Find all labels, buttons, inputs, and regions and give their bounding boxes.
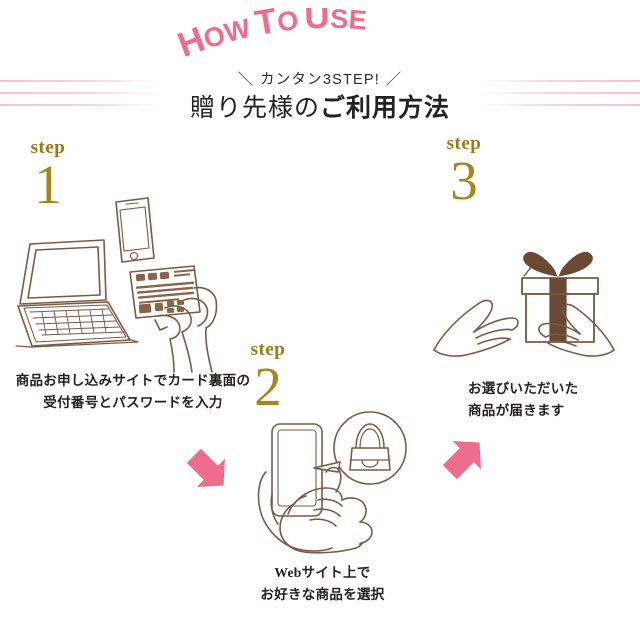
smartphone-icon	[115, 197, 155, 263]
step-number-3: 3	[450, 150, 478, 211]
how-to-use-title-art: HOW TO USE	[173, 8, 368, 65]
hand-holding-card	[154, 286, 218, 373]
caption-step-2-line-2: お好きな商品を選択	[260, 587, 385, 603]
page-title: HOW TO USE	[0, 8, 640, 70]
step-label-1: step 1	[8, 137, 88, 215]
decorative-line	[0, 104, 160, 106]
subtitle-kicker: ＼ カンタン3STEP! ／	[0, 68, 640, 89]
caption-step-3: お選びいただいた 商品が届きます	[468, 378, 638, 423]
caption-step-1-line-2: 受付番号とパスワードを入力	[43, 395, 223, 411]
caption-step-3-line-2: 商品が届きます	[468, 403, 565, 419]
right-hand-tapping-icon	[279, 466, 373, 554]
kicker-slash-left: ＼	[237, 71, 255, 88]
handbag-icon	[349, 423, 391, 471]
subtitle-main: 贈り先様のご利用方法	[0, 88, 640, 124]
smartphone-icon	[271, 423, 323, 517]
step-number-1: 1	[34, 154, 62, 215]
caption-step-2-line-1: Webサイト上で	[274, 565, 371, 580]
caption-step-1: 商品お申し込みサイトでカード裏面の 受付番号とパスワードを入力	[8, 370, 258, 415]
decorative-lines-right	[480, 78, 640, 112]
caption-step-2: Webサイト上で お好きな商品を選択	[235, 562, 410, 607]
membership-card-icon	[129, 265, 201, 319]
caption-step-1-line-1: 商品お申し込みサイトでカード裏面の	[15, 373, 251, 388]
title-letter-o2: O	[276, 8, 300, 37]
kicker-slash-right: ／	[385, 71, 403, 88]
decorative-lines-left	[0, 78, 160, 112]
decorative-line	[480, 80, 640, 82]
subtitle-normal-part: 贈り先様の	[189, 94, 320, 122]
ribbon-bow-icon	[523, 252, 593, 277]
laptop-icon	[15, 239, 139, 348]
arrow-step2-to-step3-icon	[442, 441, 481, 480]
decorative-line	[480, 104, 640, 106]
step-label-3: step 3	[424, 133, 504, 211]
decorative-line	[0, 92, 160, 94]
right-open-hand-icon	[538, 303, 615, 357]
illustration-gift-in-hands	[433, 252, 615, 357]
left-open-hand-icon	[433, 299, 519, 357]
title-letter-u: U	[304, 8, 331, 37]
svg-text:HOW TO USE: HOW TO USE	[173, 8, 368, 65]
card-details	[135, 269, 195, 314]
kicker-text: カンタン3STEP!	[260, 72, 380, 88]
title-letter-e: E	[348, 8, 368, 36]
decorative-line	[0, 80, 160, 82]
caption-step-3-line-1: お選びいただいた	[468, 381, 579, 396]
step-number-2: 2	[254, 356, 282, 417]
left-hand-holding-phone	[257, 471, 333, 552]
illustration-laptop-card	[15, 197, 218, 373]
product-bubble	[313, 411, 407, 485]
title-letter-s: S	[330, 8, 349, 34]
step-word-3: step	[446, 133, 482, 154]
step-word-2: step	[250, 339, 286, 360]
gift-box-icon	[521, 252, 599, 343]
illustration-phone-shopping	[257, 411, 407, 554]
arrow-step1-to-step2-icon	[186, 448, 225, 487]
step-label-2: step 2	[228, 339, 308, 417]
decorative-line	[480, 92, 640, 94]
subtitle-bold-part: ご利用方法	[320, 94, 451, 122]
step-word-1: step	[30, 137, 66, 158]
